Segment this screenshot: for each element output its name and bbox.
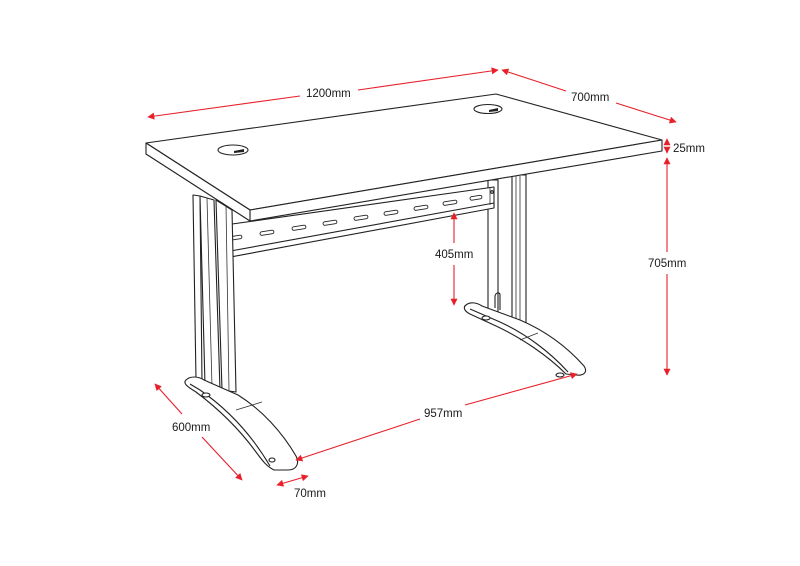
foot-width-label: 70mm xyxy=(294,488,326,500)
dimension-foot-width: 70mm xyxy=(276,474,326,500)
depth-label: 700mm xyxy=(571,92,609,104)
foot-spacing-label: 957mm xyxy=(424,408,462,420)
cable-grommet-right xyxy=(473,103,503,115)
modesty-panel xyxy=(224,186,495,259)
dimension-depth: 700mm xyxy=(501,68,677,124)
modesty-panel-slots xyxy=(227,194,483,241)
desk-top xyxy=(145,93,663,222)
dimension-foot-spacing: 957mm xyxy=(295,372,578,462)
panel-clearance-label: 405mm xyxy=(435,249,473,261)
dimension-width: 1200mm xyxy=(147,67,499,120)
dimension-height: 705mm xyxy=(648,157,686,376)
desk-illustration xyxy=(145,93,663,471)
height-label: 705mm xyxy=(648,258,686,270)
width-label: 1200mm xyxy=(306,88,351,100)
dimension-annotations: 1200mm 700mm 25mm 705mm 405mm xyxy=(147,67,705,500)
top-thickness-label: 25mm xyxy=(673,143,705,155)
dimension-top-thickness: 25mm xyxy=(663,138,705,155)
foot-length-label: 600mm xyxy=(172,422,210,434)
left-leg xyxy=(184,194,299,471)
dimension-foot-length: 600mm xyxy=(154,383,243,481)
cable-grommet-left xyxy=(217,144,249,156)
dimension-panel-clearance: 405mm xyxy=(435,212,473,306)
